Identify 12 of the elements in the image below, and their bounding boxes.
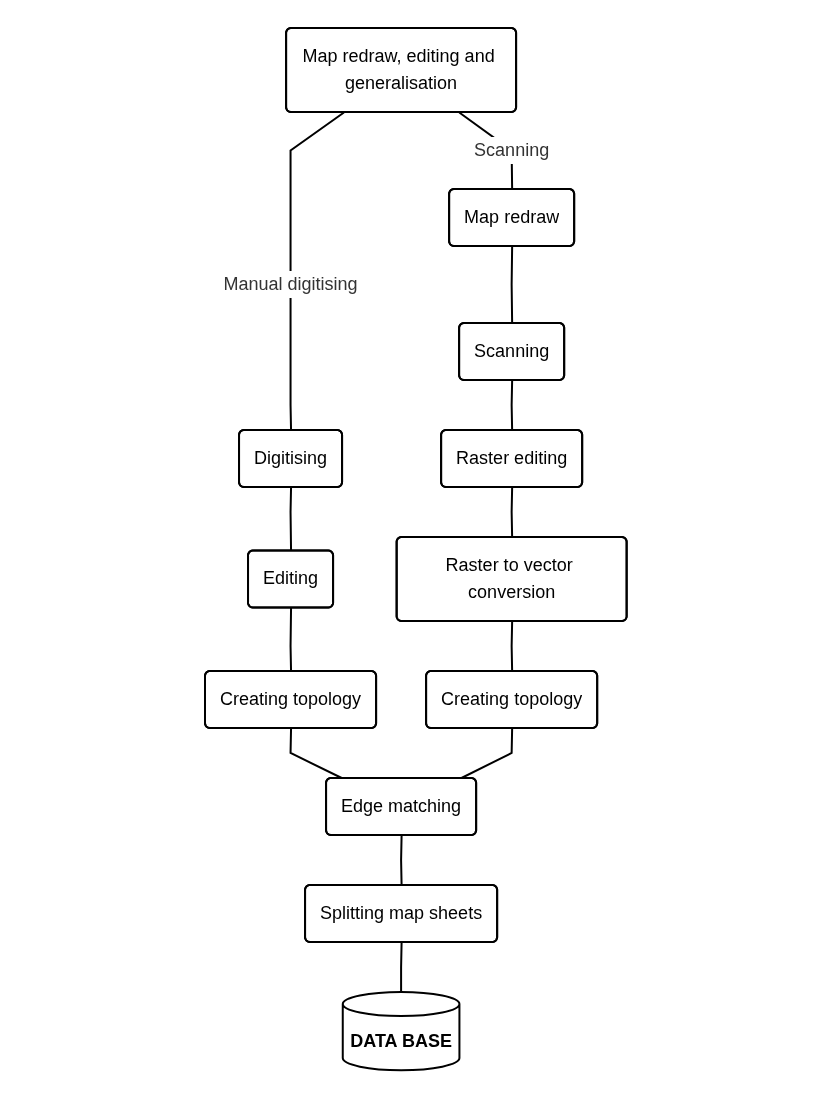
connector	[459, 727, 514, 780]
connector	[510, 245, 514, 325]
connector	[510, 620, 514, 673]
connector	[289, 727, 344, 780]
connector	[289, 607, 293, 673]
connector	[510, 379, 514, 432]
connector	[510, 486, 514, 539]
connector	[400, 834, 403, 887]
connector	[400, 941, 403, 994]
connector	[289, 111, 346, 432]
edge-label: Manual digitising	[223, 274, 358, 295]
edge-label: Scanning	[474, 140, 550, 161]
